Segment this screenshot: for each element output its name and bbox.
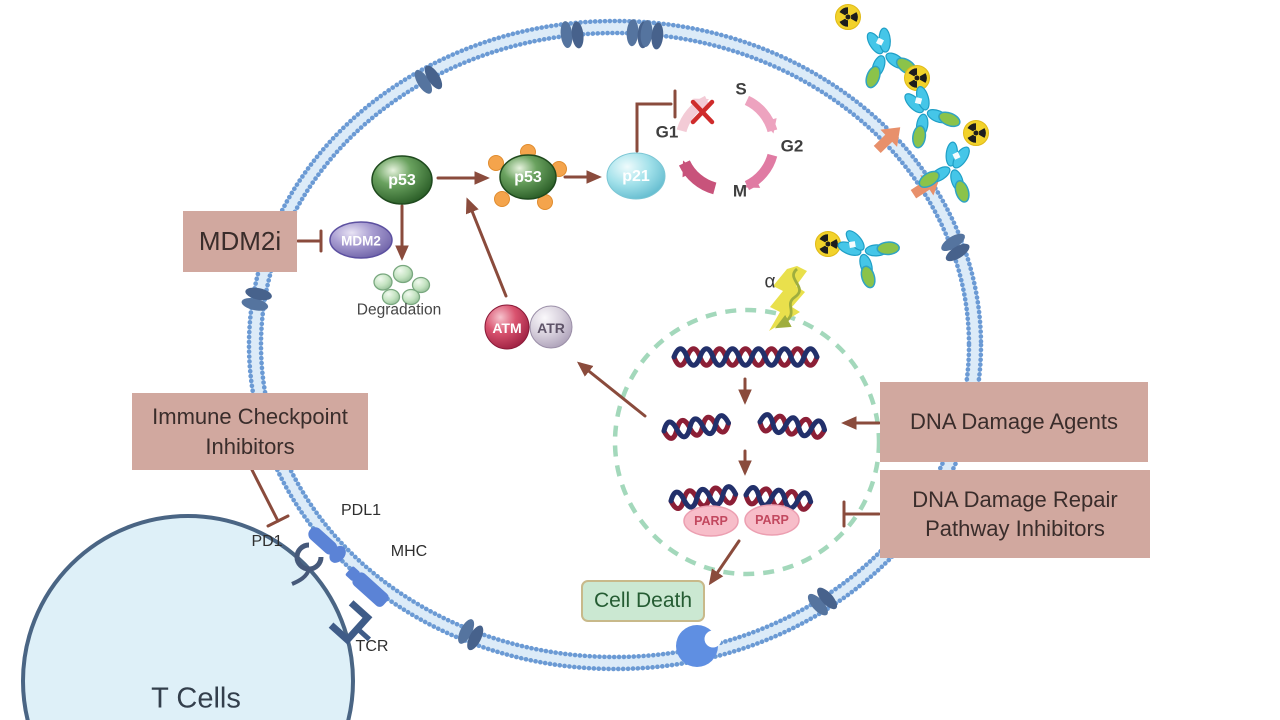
pdl1-protein bbox=[308, 527, 346, 563]
parp-right-label: PARP bbox=[755, 512, 789, 527]
arrow-dna-damage-to-atm-atr bbox=[576, 361, 647, 418]
ddr-pathway-inhibitors-box: DNA Damage Repair Pathway Inhibitors bbox=[880, 470, 1150, 558]
mdm2-oval bbox=[329, 221, 393, 259]
immune-checkpoint-line1: Immune Checkpoint bbox=[152, 404, 348, 430]
dna-damage-agents-label: DNA Damage Agents bbox=[910, 409, 1118, 435]
phase-g2-label: G2 bbox=[780, 136, 804, 156]
membrane-outer-leaflet bbox=[246, 18, 984, 672]
atr-label: ATR bbox=[537, 320, 565, 336]
pdl1-label: PDL1 bbox=[340, 502, 382, 519]
membrane-channel bbox=[676, 625, 722, 667]
immune-checkpoint-inhibitors-box: Immune Checkpoint Inhibitors bbox=[132, 393, 368, 470]
nucleus-outline bbox=[612, 307, 882, 577]
inhibit-p21-cell-cycle bbox=[635, 89, 677, 153]
cell-cycle-diagram bbox=[676, 95, 778, 195]
cell-death-box: Cell Death bbox=[581, 580, 705, 622]
mhc-label: MHC bbox=[390, 543, 428, 560]
atm-circle bbox=[484, 304, 530, 350]
p53-oval bbox=[371, 155, 433, 205]
parp-ovals bbox=[683, 504, 800, 537]
ddr-inhibitors-line1: DNA Damage Repair bbox=[912, 486, 1118, 512]
radiation-icon bbox=[963, 120, 989, 146]
dna-damage-agents-box: DNA Damage Agents bbox=[880, 382, 1148, 462]
t-cells-label: T Cells bbox=[151, 682, 241, 715]
radiation-icon bbox=[904, 65, 930, 91]
mdm2i-label: MDM2i bbox=[198, 226, 282, 257]
phase-s-label: S bbox=[735, 79, 747, 99]
immune-checkpoint-line2: Inhibitors bbox=[205, 433, 295, 459]
atm-label: ATM bbox=[492, 320, 522, 336]
p21-label: p21 bbox=[622, 168, 650, 185]
pd1-label: PD1 bbox=[251, 533, 283, 550]
dna-intact bbox=[671, 346, 820, 368]
tcr-label: TCR bbox=[355, 638, 389, 655]
cell-death-label: Cell Death bbox=[593, 589, 693, 612]
inhibit-ici-pd1-pdl1 bbox=[249, 466, 290, 528]
p53-label: p53 bbox=[388, 172, 416, 189]
t-cell bbox=[21, 514, 355, 720]
cell-cycle-block-x bbox=[690, 99, 715, 125]
atr-circle bbox=[529, 305, 573, 349]
arrow-atm-atr-to-p53 bbox=[465, 197, 508, 298]
phase-m-label: M bbox=[732, 181, 748, 201]
alpha-particle-bolt bbox=[769, 266, 807, 331]
mdm2i-box: MDM2i bbox=[183, 211, 297, 272]
phospho-p53-label: p53 bbox=[514, 169, 542, 186]
pathway-arrows bbox=[249, 89, 881, 586]
p21-oval bbox=[606, 152, 666, 200]
mdm2-label: MDM2 bbox=[341, 233, 381, 249]
arrow-parp-to-cell-death bbox=[708, 539, 741, 586]
degradation-label: Degradation bbox=[356, 301, 442, 319]
parp-left-label: PARP bbox=[694, 513, 728, 528]
inhibit-ddr-inhibitors-parp bbox=[842, 500, 881, 528]
phase-g1-label: G1 bbox=[655, 122, 679, 142]
radiation-icon bbox=[815, 231, 841, 257]
tcr-receptor bbox=[328, 600, 373, 645]
alpha-particle-label: α bbox=[764, 271, 776, 293]
pd1-receptor bbox=[291, 542, 324, 586]
phospho-p53-oval bbox=[488, 144, 567, 210]
membrane-band bbox=[247, 19, 983, 671]
inhibit-mdm2i-mdm2 bbox=[296, 229, 323, 253]
mhc-protein bbox=[345, 566, 389, 607]
ddr-inhibitors-line2: Pathway Inhibitors bbox=[925, 516, 1105, 541]
membrane-inner-leaflet bbox=[258, 30, 972, 660]
radiation-icon bbox=[835, 4, 861, 30]
degradation-blobs bbox=[373, 264, 431, 306]
